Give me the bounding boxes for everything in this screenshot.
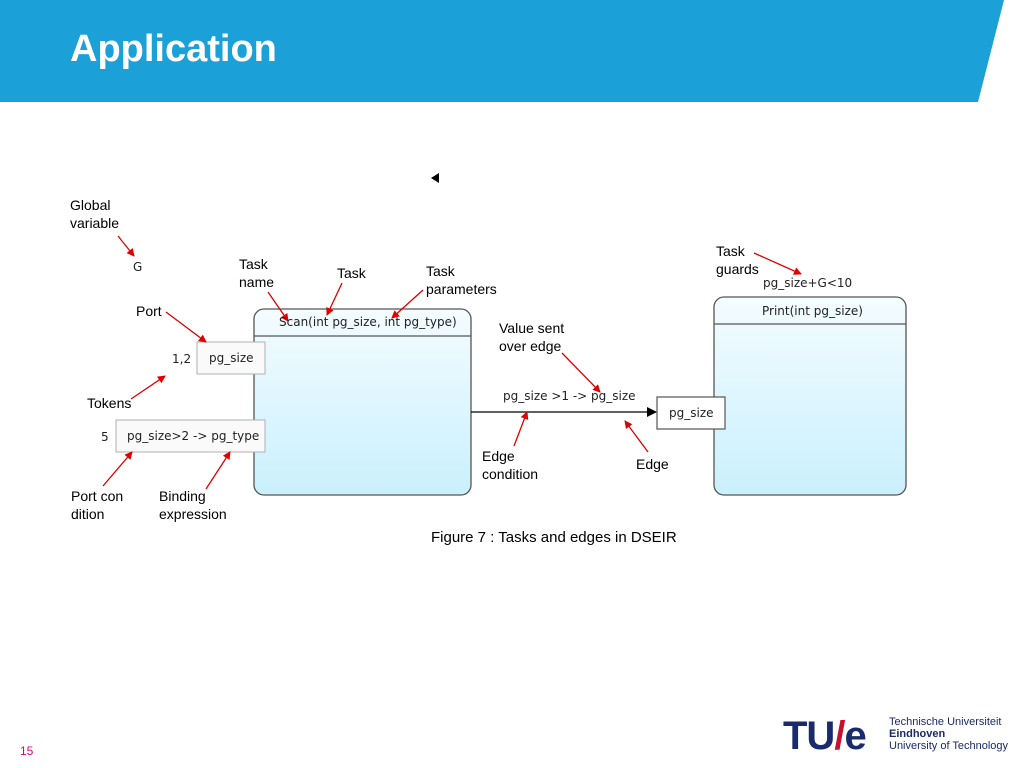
port1-label: pg_size bbox=[209, 351, 254, 365]
port2-box bbox=[115, 419, 266, 453]
annotation-task: Task bbox=[337, 265, 366, 281]
tue-logo: TU/e bbox=[783, 714, 867, 759]
port2-tokens: 5 bbox=[101, 430, 109, 444]
university-line1: Technische Universiteit bbox=[889, 716, 1002, 728]
print-task-box bbox=[713, 296, 907, 496]
university-line2: Eindhoven bbox=[889, 728, 946, 740]
annotation-tokens: Tokens bbox=[87, 395, 132, 411]
header-banner bbox=[0, 0, 1004, 102]
port1-box bbox=[196, 341, 266, 375]
annotation-value-sent: Value sent over edge bbox=[499, 320, 565, 354]
edge-label: pg_size >1 -> pg_size bbox=[503, 389, 636, 403]
annotation-task-name: Task name bbox=[239, 256, 275, 290]
logo-slash: / bbox=[834, 714, 845, 758]
cursor-triangle bbox=[431, 173, 439, 183]
port2-label: pg_size>2 -> pg_type bbox=[127, 429, 260, 443]
print-task-label: Print(int pg_size) bbox=[762, 304, 863, 318]
logo-tu: TU bbox=[783, 714, 835, 758]
port1-tokens: 1,2 bbox=[172, 352, 192, 366]
annotation-edge: Edge bbox=[636, 456, 669, 472]
annotation-task-guards: Task guards bbox=[716, 243, 759, 277]
global-variable-label: G bbox=[133, 260, 143, 274]
annotation-edge-condition: Edge condition bbox=[482, 448, 539, 482]
page-number: 15 bbox=[20, 744, 34, 758]
annotation-port-condition: Port condition bbox=[71, 488, 124, 522]
annotation-task-parameters: Task parameters bbox=[426, 263, 497, 297]
scan-task-box bbox=[253, 308, 472, 496]
annotation-global-variable: Global variable bbox=[70, 197, 120, 231]
target-port-box bbox=[656, 396, 726, 430]
scan-task-label: Scan(int pg_size, int pg_type) bbox=[279, 315, 457, 329]
annotation-port: Port bbox=[136, 303, 162, 319]
university-line3: University of Technology bbox=[889, 740, 1009, 752]
figure-caption: Figure 7 : Tasks and edges in DSEIR bbox=[431, 529, 677, 546]
target-port-label: pg_size bbox=[669, 406, 714, 420]
task-guard-label: pg_size+G<10 bbox=[763, 276, 853, 290]
logo-e: e bbox=[844, 714, 866, 758]
slide-title: Application bbox=[70, 28, 277, 70]
annotation-binding-expression: Binding expression bbox=[159, 488, 227, 522]
